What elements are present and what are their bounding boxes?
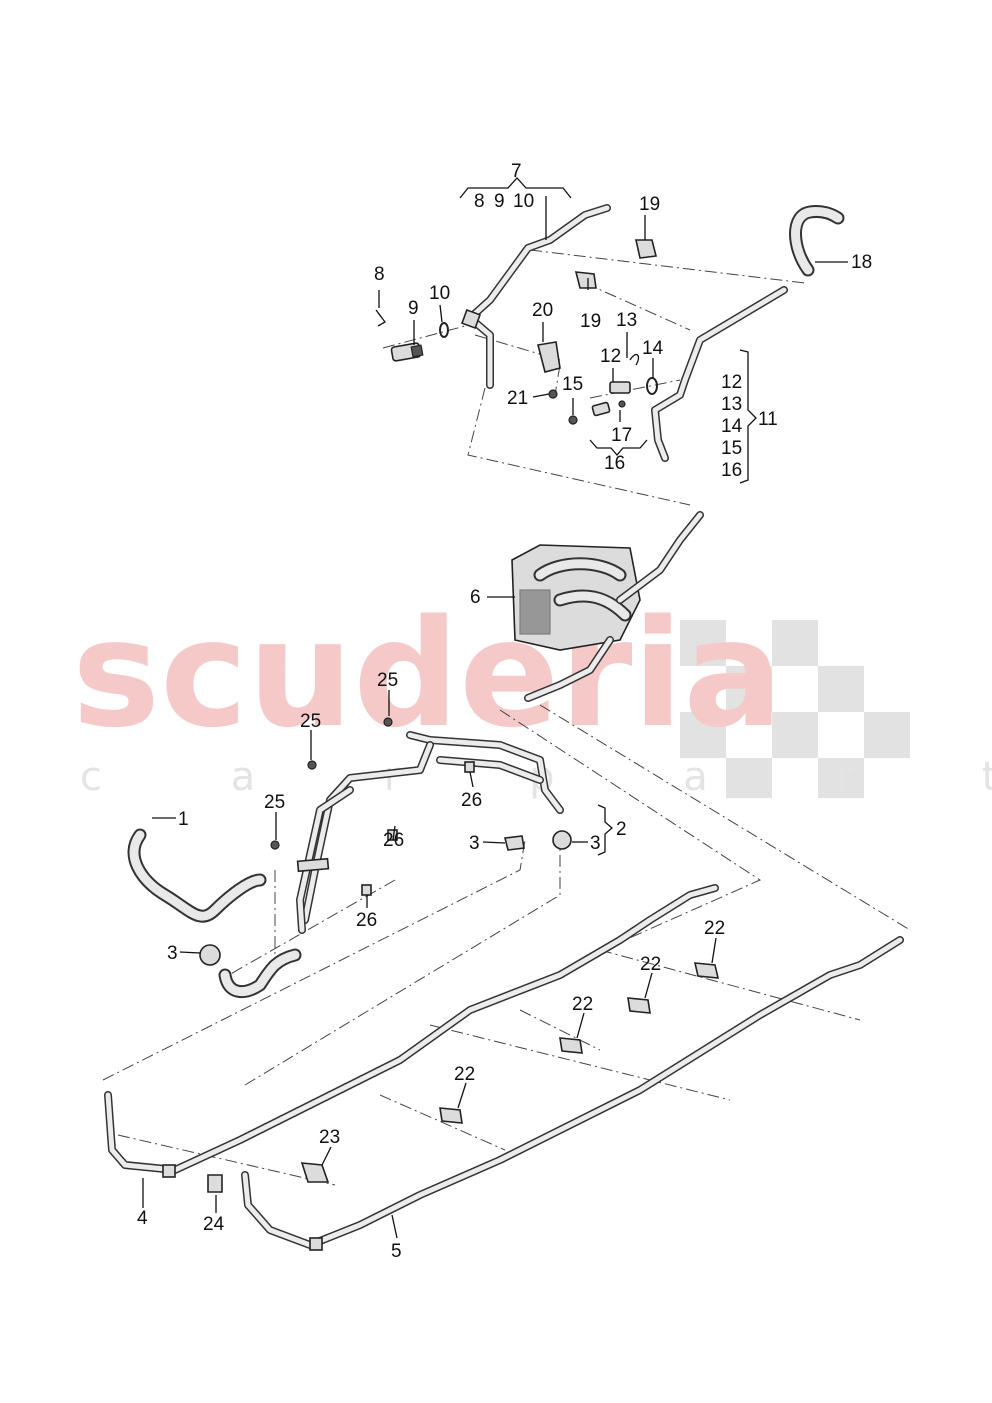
clip-13 <box>629 353 640 366</box>
o-ring-14 <box>646 377 658 395</box>
watermark: scuderia c a r p a r t s <box>72 588 992 800</box>
sensor-9 <box>390 342 424 362</box>
callout-25-a: 25 <box>377 670 398 691</box>
callout-11-item-12: 12 <box>721 372 742 393</box>
screw-15 <box>568 415 578 425</box>
callout-10: 10 <box>429 283 450 304</box>
callout-22-c: 22 <box>572 994 593 1015</box>
checkered-flag-watermark <box>680 620 910 798</box>
screw-21 <box>548 389 558 399</box>
bolt-25-b <box>307 760 317 770</box>
hose-1 <box>127 828 267 923</box>
callout-19-lower: 19 <box>580 311 601 332</box>
clip-22-a <box>693 962 720 979</box>
callout-15: 15 <box>562 374 583 395</box>
clip-8 <box>375 309 386 327</box>
hose-18 <box>789 205 845 277</box>
callout-3-left: 3 <box>167 943 178 964</box>
callout-labels: 7 8 9 10 19 18 8 9 10 20 19 13 12 14 21 … <box>137 161 872 1262</box>
clip-23 <box>300 1162 330 1183</box>
callout-17: 17 <box>611 425 632 446</box>
valve-16 <box>591 401 611 417</box>
clip-26-a <box>464 761 475 773</box>
callout-1: 1 <box>178 809 189 830</box>
bracket-20 <box>537 341 561 373</box>
clamp-3-right <box>552 830 572 850</box>
callout-10-group: 10 <box>513 191 534 212</box>
pipe-7 <box>461 204 611 389</box>
clip-24 <box>207 1174 223 1193</box>
callout-11-item-13: 13 <box>721 394 742 415</box>
callout-11: 11 <box>758 409 778 430</box>
clip-22-d <box>439 1107 463 1124</box>
bolt-25-a <box>383 717 393 727</box>
line-5 <box>241 936 904 1251</box>
clip-19-lower <box>574 271 597 289</box>
clip-22-c <box>559 1037 583 1054</box>
callout-11-item-16: 16 <box>721 460 742 481</box>
callout-25-b: 25 <box>300 711 321 732</box>
bolt-25-c <box>270 840 280 850</box>
callout-22-d: 22 <box>454 1064 475 1085</box>
callout-5: 5 <box>391 1241 402 1262</box>
callout-22-b: 22 <box>640 954 661 975</box>
callout-20: 20 <box>532 300 553 321</box>
lines-2 <box>296 731 564 934</box>
callout-2: 2 <box>616 819 627 840</box>
callout-8: 8 <box>374 264 385 285</box>
callout-7: 7 <box>511 161 522 182</box>
callout-14: 14 <box>642 338 664 359</box>
clip-19-upper <box>635 239 657 259</box>
callout-11-item-15: 15 <box>721 438 742 459</box>
braces <box>459 177 757 856</box>
watermark-main-text: scuderia <box>72 588 783 760</box>
leader-lines <box>142 196 848 1239</box>
callout-22-a: 22 <box>704 918 725 939</box>
callout-13: 13 <box>616 310 637 331</box>
callout-16: 16 <box>604 453 625 474</box>
callout-3-mid: 3 <box>469 833 480 854</box>
clamp-3-mid <box>504 835 525 851</box>
callout-23: 23 <box>319 1127 340 1148</box>
clip-22-b <box>627 997 651 1014</box>
callout-25-c: 25 <box>264 792 285 813</box>
callout-26-a: 26 <box>461 790 482 811</box>
callout-26-c: 26 <box>356 910 377 931</box>
callout-3-right: 3 <box>590 833 601 854</box>
clip-26-b <box>387 829 398 841</box>
hose-lower <box>218 948 302 998</box>
callout-8-group: 8 <box>474 191 485 212</box>
line-4 <box>104 884 719 1178</box>
assembly-lines <box>102 249 911 1186</box>
callout-18: 18 <box>851 252 872 273</box>
callout-21: 21 <box>507 388 528 409</box>
seal-17 <box>618 400 626 408</box>
callout-9-group: 9 <box>494 191 505 212</box>
callout-4: 4 <box>137 1208 148 1229</box>
sensor-12 <box>609 381 631 394</box>
pipe-11 <box>651 286 788 462</box>
callout-9: 9 <box>408 298 419 319</box>
unit-6 <box>511 511 704 702</box>
callout-11-item-14: 14 <box>721 416 743 437</box>
clip-26-c <box>361 884 372 896</box>
callout-24: 24 <box>203 1214 225 1235</box>
clamp-3-left <box>199 944 221 966</box>
o-ring-10 <box>439 322 449 338</box>
callout-26-b: 26 <box>383 830 404 851</box>
callout-12: 12 <box>600 346 621 367</box>
callout-19-upper: 19 <box>639 194 660 215</box>
callout-6: 6 <box>470 587 481 608</box>
